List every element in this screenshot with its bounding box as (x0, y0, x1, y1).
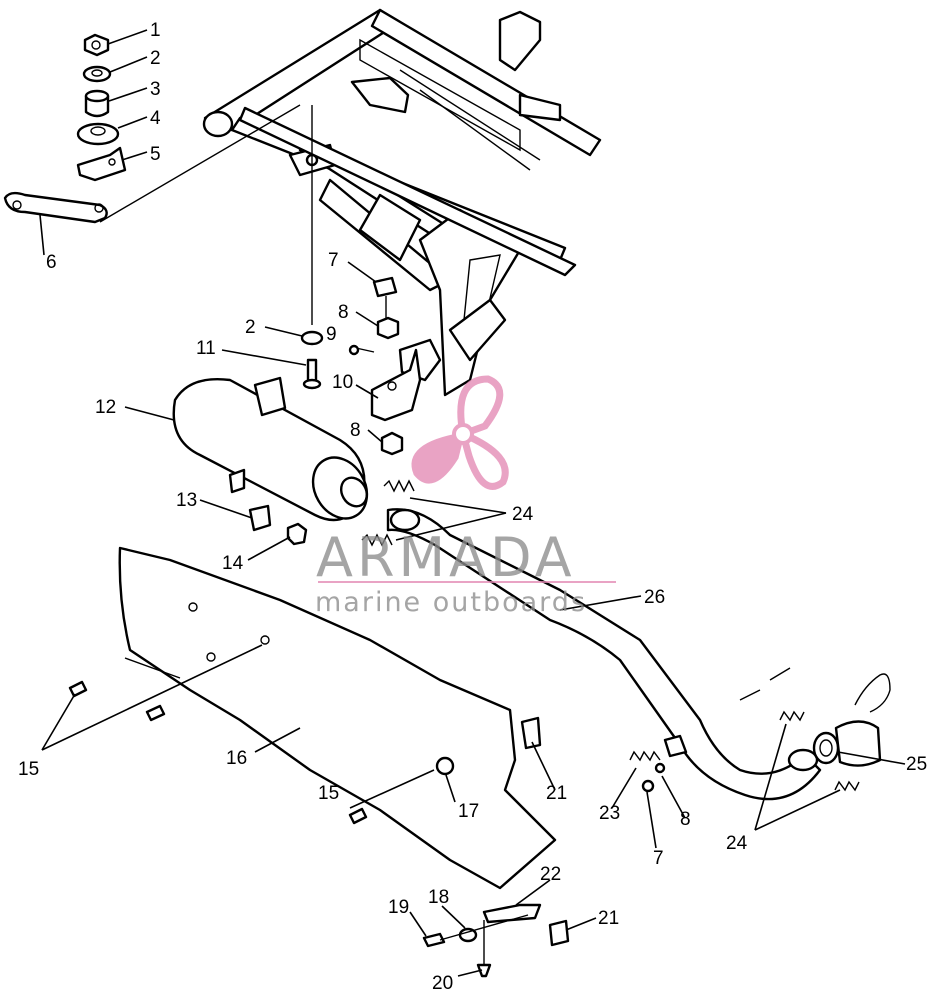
callout-labels: 1 2 3 4 5 6 7 2 8 9 11 10 8 12 13 14 24 … (18, 20, 927, 990)
watermark-brand: ARMADA (316, 526, 576, 589)
fasteners (68, 680, 688, 947)
callout-23: 23 (599, 803, 620, 824)
callout-8-top: 8 (338, 302, 349, 323)
callout-6: 6 (46, 252, 57, 273)
propeller-logo (411, 375, 509, 490)
callout-21-top: 21 (546, 783, 567, 804)
watermark: ARMADA marine outboards (315, 375, 616, 618)
muffler-mount-hardware (300, 105, 422, 456)
callout-17: 17 (458, 801, 479, 822)
callout-7-right: 7 (653, 848, 664, 869)
callout-26: 26 (644, 587, 665, 608)
springs (361, 479, 860, 792)
callout-9: 9 (326, 324, 337, 345)
lower-bracket (422, 903, 542, 978)
callout-15-left: 15 (18, 759, 39, 780)
callout-20: 20 (432, 973, 453, 990)
callout-12: 12 (95, 397, 116, 418)
leader-lines (39, 29, 906, 977)
callout-8-right: 8 (680, 809, 691, 830)
watermark-tagline: marine outboards (315, 587, 587, 618)
callout-3: 3 (150, 79, 161, 100)
callout-14: 14 (222, 553, 244, 574)
muffler (172, 376, 369, 546)
callout-8-mid: 8 (350, 420, 361, 441)
callout-2-mid: 2 (245, 317, 256, 338)
callout-2: 2 (150, 48, 161, 69)
callout-13: 13 (176, 490, 197, 511)
callout-7-top: 7 (328, 250, 339, 271)
callout-5: 5 (150, 144, 161, 165)
callout-24-bottom: 24 (726, 833, 748, 854)
callout-18: 18 (428, 887, 449, 908)
callout-15-mid: 15 (318, 783, 339, 804)
callout-4: 4 (150, 108, 161, 129)
exhaust-flange (812, 673, 891, 767)
callout-10: 10 (332, 372, 353, 393)
callout-22: 22 (540, 864, 561, 885)
callout-25: 25 (906, 754, 927, 775)
callout-21-bottom: 21 (598, 908, 619, 929)
callout-16: 16 (226, 748, 247, 769)
callout-19: 19 (388, 897, 409, 918)
callout-1: 1 (150, 20, 161, 41)
heat-shield (118, 546, 557, 890)
frame-assembly (202, 8, 602, 397)
mount-hardware-stack (3, 33, 301, 224)
callout-11: 11 (196, 338, 216, 359)
callout-24-top: 24 (512, 504, 534, 525)
